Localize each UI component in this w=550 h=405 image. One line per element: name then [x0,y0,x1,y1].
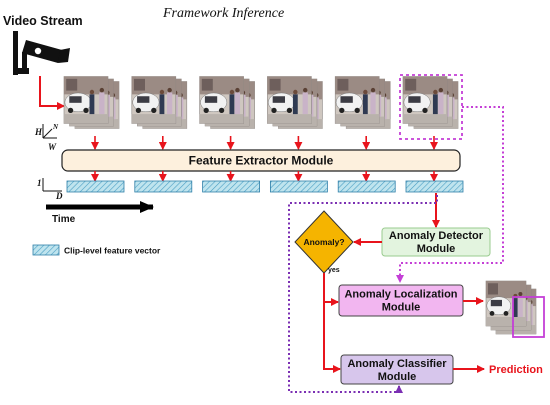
decision-to-classifier-arrow [323,300,341,373]
clip-feature-vector [202,180,261,193]
legend-swatch [32,244,60,256]
frame-to-extractor-arrows [91,136,438,150]
hwn-axes-icon [42,124,57,139]
localization-bounding-box [512,296,545,338]
axis-d-label: D [55,191,63,201]
video-stream-label: Video Stream [3,14,83,28]
clip-feature-vector [134,180,193,193]
clip-frame-stack [131,76,188,129]
extractor-to-feature-arrows [91,171,438,182]
clip-frame-stack [199,76,255,129]
axis-h-label: H [34,127,43,137]
axis-n-label: N [52,123,59,131]
clip-frame-stack [63,76,120,129]
clip-frames [63,76,459,129]
axis-w-label: W [48,142,57,152]
anomaly-decision-label: Anomaly? [303,237,344,247]
clip-feature-vector [337,180,396,193]
localized-output-frames [485,280,537,335]
axis-one-label: 1 [37,178,42,188]
clip-frame-stack [267,76,323,129]
clip-feature-vector [405,180,464,193]
time-label: Time [52,214,76,225]
cctv-camera-icon [13,31,70,75]
clip-frame-stack [334,76,391,129]
feature-dim-axes-icon [42,178,62,192]
yes-label: yes [328,267,340,274]
clip-feature-vector [66,180,125,193]
feature-vectors [66,180,464,193]
clip-frame-stack [402,76,459,129]
feature-extractor-box [61,149,461,172]
diagram-title: Framework Inference [162,6,284,21]
legend-label: Clip-level feature vector [64,246,161,256]
clip-feature-vector [269,180,328,193]
decision-to-localization-arrow [323,273,339,306]
clip-to-localization-dashed-arrow [396,106,504,283]
stream-arrow [39,76,65,110]
feature-to-classifier-dashed-arrow [288,195,438,393]
prediction-label: Prediction [489,364,543,376]
selected-clip-highlight [399,74,463,140]
feature-extractor-label: Feature Extractor Module [189,154,334,168]
